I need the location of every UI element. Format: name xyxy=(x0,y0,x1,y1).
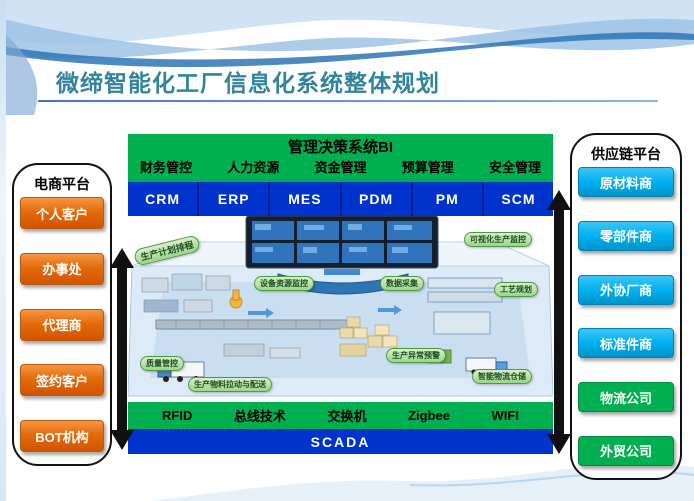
network-item: 总线技术 xyxy=(233,409,286,424)
factory-callout: 生产物料拉动与配送 xyxy=(188,377,272,392)
ecommerce-item: 个人客户 xyxy=(20,197,104,229)
factory-callout: 生产异常预警 xyxy=(386,348,446,363)
ecommerce-item: 签约客户 xyxy=(20,364,104,397)
factory-area: 生产计划排程 设备资源监控 数据采集 可视化生产监控 工艺规划 质量管控 生产异… xyxy=(128,216,553,402)
network-item: WIFI xyxy=(491,408,519,423)
supplychain-item: 标准件商 xyxy=(578,328,674,359)
factory-floor-graphic xyxy=(128,216,553,397)
ecommerce-item: BOT机构 xyxy=(20,420,104,452)
title-underline xyxy=(38,100,658,102)
factory-callout: 工艺规划 xyxy=(494,282,538,297)
module-row: CRM ERP MES PDM PM SCM xyxy=(128,182,553,216)
module-cell: CRM xyxy=(145,191,181,207)
right-flow-arrow xyxy=(547,190,571,454)
module-cell: MES xyxy=(268,182,339,216)
module-cell: PDM xyxy=(339,182,411,216)
supplychain-panel-title: 供应链平台 xyxy=(591,146,661,162)
network-item: RFID xyxy=(162,408,193,423)
network-item: Zigbee xyxy=(408,408,450,423)
supplychain-item: 零部件商 xyxy=(578,220,674,251)
supplychain-item: 原材料商 xyxy=(578,167,674,197)
network-item: 交换机 xyxy=(327,409,367,424)
bi-function: 安全管理 xyxy=(488,160,541,175)
bi-banner-functions: 财务管控 人力资源 资金管理 预算管理 安全管理 xyxy=(128,158,553,178)
ecommerce-panel-items: 个人客户 办事处 代理商 签约客户 BOT机构 xyxy=(20,195,104,456)
ecommerce-panel-title: 电商平台 xyxy=(34,176,90,192)
supplychain-panel: 供应链平台 原材料商 零部件商 外协厂商 标准件商 物流公司 外贸公司 xyxy=(570,133,682,480)
factory-callout: 质量管控 xyxy=(140,356,184,371)
module-cell: PM xyxy=(410,182,482,216)
supplychain-item: 外贸公司 xyxy=(578,435,674,466)
factory-callout: 数据采集 xyxy=(380,276,424,291)
left-flow-arrow xyxy=(110,248,134,450)
supplychain-item: 物流公司 xyxy=(578,382,674,413)
bi-banner: 管理决策系统BI 财务管控 人力资源 资金管理 预算管理 安全管理 xyxy=(128,134,553,182)
supplychain-item: 外协厂商 xyxy=(578,274,674,305)
factory-callout: 可视化生产监控 xyxy=(464,232,532,247)
network-bar: RFID 总线技术 交换机 Zigbee WIFI xyxy=(128,402,553,429)
bi-banner-title: 管理决策系统BI xyxy=(287,139,393,156)
factory-callout: 智能物流仓储 xyxy=(472,369,532,384)
ecommerce-item: 办事处 xyxy=(20,252,104,285)
module-cell: ERP xyxy=(197,182,268,216)
bi-function: 预算管理 xyxy=(401,160,454,175)
scada-bar: SCADA xyxy=(128,429,553,454)
supplychain-panel-items: 原材料商 零部件商 外协厂商 标准件商 物流公司 外贸公司 xyxy=(578,165,674,470)
bi-function: 人力资源 xyxy=(227,160,280,175)
header-wave-decoration xyxy=(0,0,694,115)
left-edge-strip xyxy=(0,0,6,501)
ecommerce-panel: 电商平台 个人客户 办事处 代理商 签约客户 BOT机构 xyxy=(12,163,112,466)
factory-callout: 设备资源监控 xyxy=(254,276,314,291)
bi-function: 资金管理 xyxy=(314,160,367,175)
ecommerce-item: 代理商 xyxy=(20,308,104,341)
bi-function: 财务管控 xyxy=(140,160,193,175)
module-cell: SCM xyxy=(481,182,553,216)
slide-title: 微缔智能化工厂信息化系统整体规划 xyxy=(56,70,440,96)
